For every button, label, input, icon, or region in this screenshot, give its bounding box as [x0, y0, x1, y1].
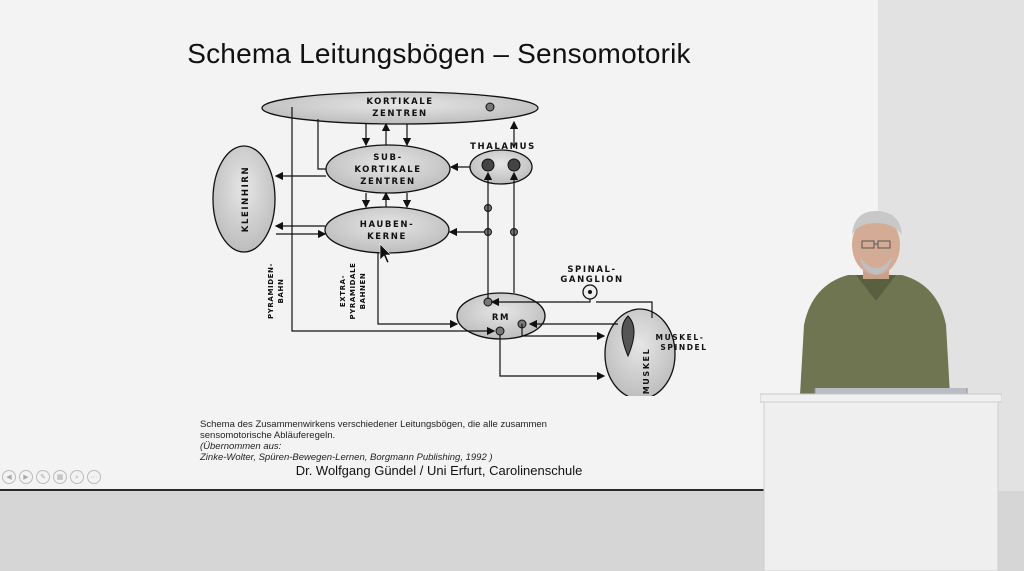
svg-text:HAUBEN-: HAUBEN-: [360, 220, 414, 230]
haubenkerne-node: [324, 206, 450, 254]
pen-icon[interactable]: ✎: [36, 470, 50, 484]
thalamus-node: [469, 149, 533, 185]
muskelspindel-shape: [621, 315, 635, 358]
slide-footer: Dr. Wolfgang Gündel / Uni Erfurt, Caroli…: [295, 463, 583, 478]
more-icon[interactable]: ⋯: [87, 470, 101, 484]
presentation-slide: Schema Leitungsbögen – Sensomotorik: [0, 0, 878, 489]
muskel-node: [604, 308, 676, 396]
slide-title: Schema Leitungsbögen – Sensomotorik: [187, 38, 691, 69]
kortikale-zentren-node: [261, 91, 539, 125]
svg-text:ZENTREN: ZENTREN: [360, 177, 416, 187]
slide-caption: Schema des Zusammenwirkens verschiedener…: [200, 419, 547, 463]
svg-text:KORTIKALE: KORTIKALE: [366, 97, 433, 107]
mouse-cursor-icon: [379, 243, 392, 264]
svg-text:PYRAMIDALE: PYRAMIDALE: [349, 262, 357, 319]
svg-text:SPINDEL: SPINDEL: [660, 343, 707, 352]
svg-text:BAHNEN: BAHNEN: [359, 273, 367, 310]
next-icon[interactable]: ▶: [19, 470, 33, 484]
slide-bottom-border: [0, 489, 878, 491]
svg-text:EXTRA-: EXTRA-: [339, 275, 347, 307]
svg-text:SUB-: SUB-: [373, 153, 402, 163]
zoom-icon[interactable]: ⌕: [70, 470, 84, 484]
sensorimotor-pathway-diagram: KORTIKALE ZENTREN SUB- KORTIKALE ZENTREN…: [212, 91, 707, 396]
svg-text:MUSKEL: MUSKEL: [642, 348, 651, 395]
svg-text:GANGLION: GANGLION: [560, 275, 623, 285]
svg-text:KLEINHIRN: KLEINHIRN: [241, 166, 251, 232]
prev-icon[interactable]: ◀: [2, 470, 16, 484]
svg-text:PYRAMIDEN-: PYRAMIDEN-: [267, 263, 275, 319]
svg-text:BAHN: BAHN: [277, 279, 285, 304]
svg-text:THALAMUS: THALAMUS: [470, 142, 536, 152]
svg-text:KORTIKALE: KORTIKALE: [354, 165, 421, 175]
svg-text:KERNE: KERNE: [367, 232, 407, 242]
speaker-figure: [800, 211, 950, 395]
svg-text:ZENTREN: ZENTREN: [372, 109, 428, 119]
svg-text:MUSKEL-: MUSKEL-: [656, 333, 705, 342]
slides-icon[interactable]: ▦: [53, 470, 67, 484]
svg-text:RM: RM: [492, 313, 510, 323]
svg-text:SPINAL-: SPINAL-: [567, 265, 616, 275]
podium: [760, 388, 1002, 571]
slide-nav-controls: ◀ ▶ ✎ ▦ ⌕ ⋯: [2, 470, 101, 484]
kleinhirn-node: [212, 145, 276, 253]
